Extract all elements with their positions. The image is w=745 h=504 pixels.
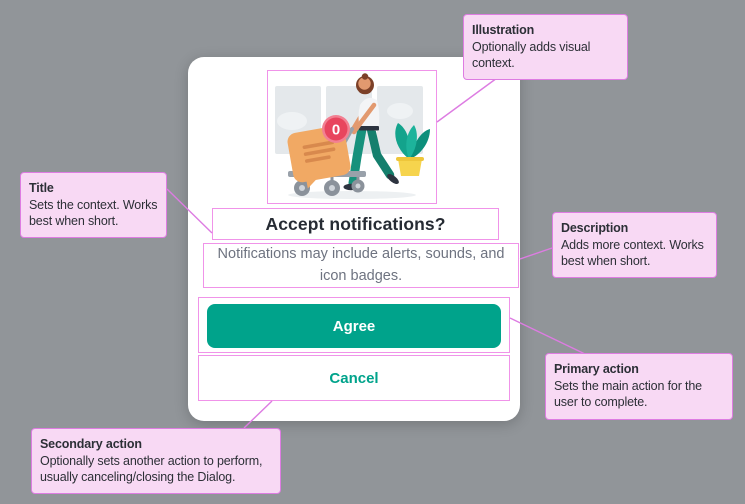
callout-primary-action-body: Sets the main action for the user to com… <box>554 378 702 410</box>
callout-secondary-action-title: Secondary action <box>40 437 142 451</box>
callout-illustration-title: Illustration <box>472 23 535 37</box>
callout-title-body: Sets the context. Works best when short. <box>29 197 158 229</box>
callout-description: Description Adds more context. Works bes… <box>552 212 717 278</box>
callout-primary-action-title: Primary action <box>554 362 639 376</box>
callout-illustration-body: Optionally adds visual context. <box>472 39 591 71</box>
ground-shadow <box>288 191 416 199</box>
notification-badge-icon: 0 <box>322 115 350 143</box>
callout-title-title: Title <box>29 181 54 195</box>
callout-description-body: Adds more context. Works best when short… <box>561 237 704 269</box>
potted-plant <box>395 123 430 176</box>
dialog-title: Accept notifications? <box>265 213 446 234</box>
secondary-action-annotation-outline: Cancel <box>198 355 510 401</box>
dialog-description: Notifications may include alerts, sounds… <box>217 245 505 284</box>
connector-description <box>519 247 553 260</box>
dialog: 0 Accept notifications? Notifications ma… <box>188 57 520 421</box>
description-annotation-outline: Notifications may include alerts, sounds… <box>203 243 519 288</box>
cancel-button[interactable]: Cancel <box>199 356 509 400</box>
callout-secondary-action: Secondary action Optionally sets another… <box>31 428 281 494</box>
dialog-illustration: 0 <box>268 71 436 203</box>
callout-primary-action: Primary action Sets the main action for … <box>545 353 733 420</box>
badge-count: 0 <box>332 122 340 139</box>
callout-description-title: Description <box>561 221 629 235</box>
callout-title: Title Sets the context. Works best when … <box>20 172 167 238</box>
illustration-annotation-outline: 0 <box>267 70 437 204</box>
connector-primary-action <box>509 317 586 355</box>
title-annotation-outline: Accept notifications? <box>212 208 499 240</box>
callout-illustration: Illustration Optionally adds visual cont… <box>463 14 628 80</box>
agree-button[interactable]: Agree <box>207 304 501 348</box>
callout-secondary-action-body: Optionally sets another action to perfor… <box>40 453 263 485</box>
primary-action-annotation-outline: Agree <box>198 297 510 353</box>
